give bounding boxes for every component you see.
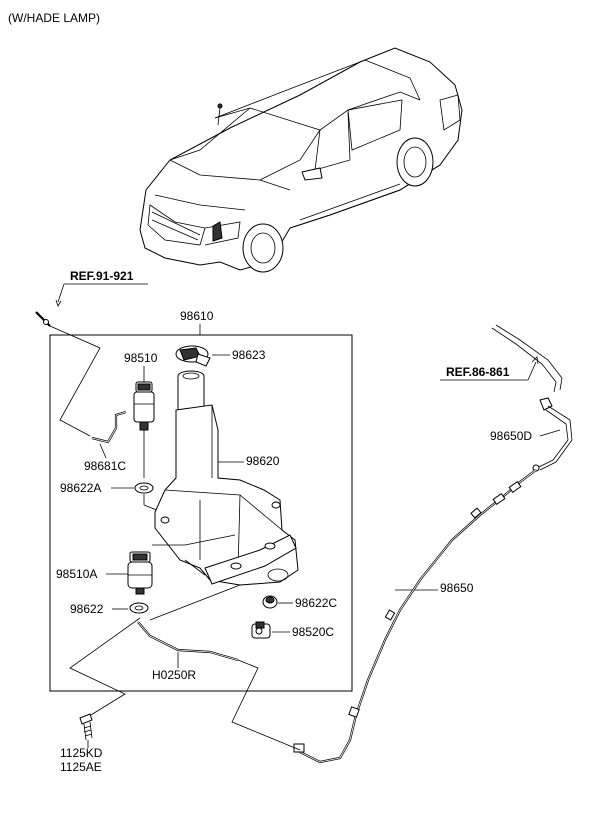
hose-h0250r[interactable] [137, 621, 239, 662]
part-98681c-label: 98681C [84, 459, 126, 473]
car-illustration [139, 47, 463, 273]
part-98622c-label: 98622C [295, 596, 337, 610]
ref-91-921-label: REF.91-921 [70, 269, 134, 283]
part-98510-label: 98510 [124, 351, 158, 365]
reservoir-assembly-box [49, 334, 353, 692]
grommet-98622[interactable] [129, 602, 149, 614]
bolt-1125kd[interactable] [79, 713, 93, 741]
pump-98510[interactable] [133, 381, 155, 478]
grommet-98622a[interactable] [134, 482, 154, 494]
part-98623-label: 98623 [232, 348, 266, 362]
pump-98510a[interactable] [127, 551, 153, 595]
part-98650-label: 98650 [440, 581, 474, 595]
part-1125kd-label: 1125KD [60, 746, 103, 760]
ref-86-861-label: REF.86-861 [446, 365, 510, 379]
ref-91-921-callout[interactable]: REF.91-921 [35, 269, 148, 327]
part-98520c-label: 98520C [292, 625, 334, 639]
header-note: (W/HADE LAMP) [8, 11, 100, 25]
connector-98650d[interactable] [532, 397, 573, 472]
ref-86-861-callout[interactable]: REF.86-861 [440, 356, 539, 381]
part-h0250r-label: H0250R [152, 668, 196, 682]
cap-98623[interactable] [175, 345, 211, 367]
part-98650d-label: 98650D [490, 429, 532, 443]
part-1125ae-label: 1125AE [60, 760, 102, 774]
level-sensor-98520c[interactable] [251, 621, 271, 639]
part-98510a-label: 98510A [56, 567, 97, 581]
part-98622a-label: 98622A [60, 481, 101, 495]
hose-98681c[interactable] [91, 410, 127, 444]
reservoir-98620[interactable] [154, 370, 299, 586]
part-98620-label: 98620 [246, 454, 280, 468]
part-98622-label: 98622 [70, 602, 104, 616]
hose-98650[interactable] [293, 469, 537, 764]
part-98610-label: 98610 [180, 309, 214, 323]
